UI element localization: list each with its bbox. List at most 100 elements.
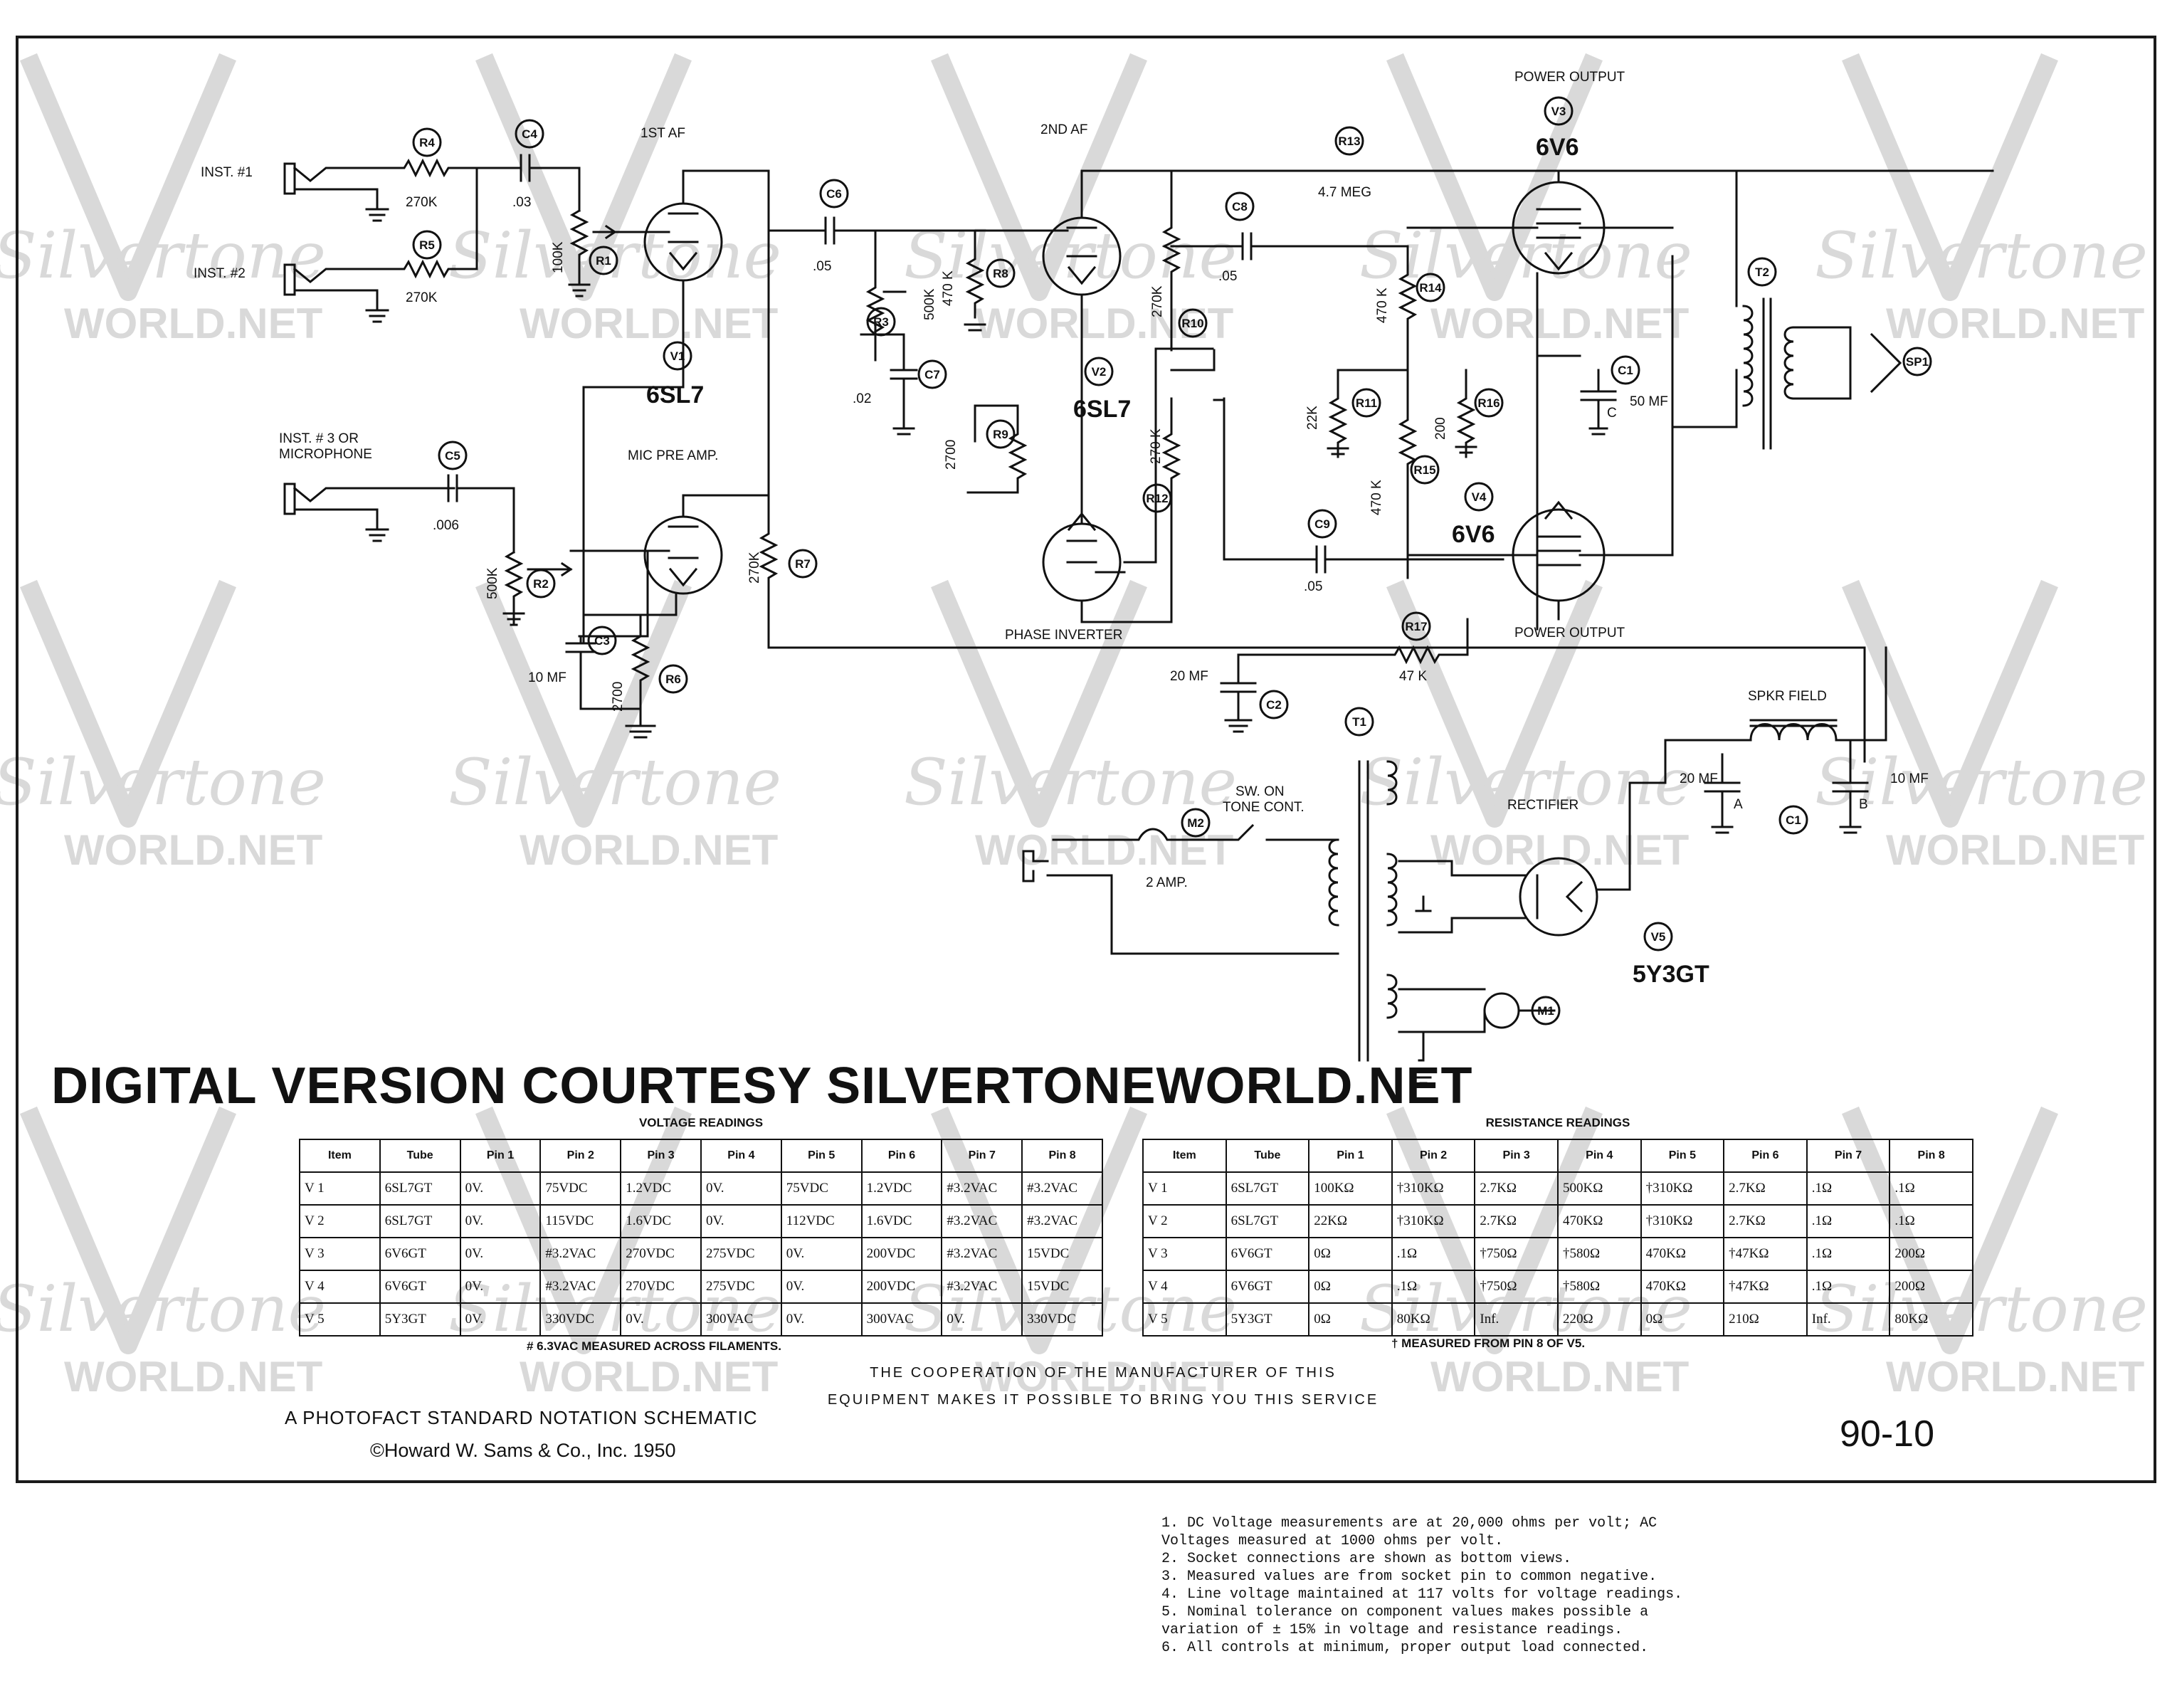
voltage-table-cell: 0V.: [700, 1204, 782, 1238]
voltage-table-cell: #3.2VAC: [941, 1270, 1023, 1304]
resistor-r9-value: 2700: [944, 440, 959, 470]
voltage-table-cell: 270VDC: [620, 1237, 702, 1271]
resistance-table-cell: †47KΩ: [1723, 1270, 1808, 1304]
inst3-jack: [283, 483, 455, 531]
voltage-table-cell: 275VDC: [700, 1237, 782, 1271]
watermark-v-logo: [20, 1106, 236, 1354]
voltage-table-cell: 0V.: [780, 1302, 863, 1337]
resistance-table-header-cell: Pin 6: [1723, 1139, 1808, 1173]
sp1-ref: SP1: [1906, 355, 1929, 369]
voltage-table-cell: 200VDC: [860, 1270, 943, 1304]
resistance-table-cell: 80KΩ: [1391, 1302, 1476, 1337]
resistance-table-cell: .1Ω: [1806, 1204, 1891, 1238]
watermark-site-text: WORLD.NET: [1886, 826, 2144, 874]
resistance-table-caption: RESISTANCE READINGS: [1485, 1116, 1630, 1129]
voltage-table-cell: 6V6GT: [379, 1237, 461, 1271]
tube-v5-ref: V5: [1651, 930, 1666, 944]
watermark-site-text: WORLD.NET: [975, 1353, 1233, 1401]
capacitor-c7-value: .02: [853, 391, 871, 406]
resistance-table-cell: 100KΩ: [1308, 1171, 1393, 1206]
resistance-table-header-cell: Pin 3: [1474, 1139, 1559, 1173]
voltage-table-cell: 0V.: [459, 1302, 542, 1337]
resistance-table-cell: †310KΩ: [1391, 1171, 1476, 1206]
tube-v1-ref-circle: [663, 341, 692, 371]
tube-v4-type: 6V6: [1452, 521, 1495, 548]
resistor-r15-ref-circle: [1410, 455, 1440, 485]
capacitor-c6-ref: C6: [826, 187, 842, 201]
capacitor-c1-top-ref: C1: [1618, 364, 1633, 377]
resistance-table-footnote: † MEASURED FROM PIN 8 OF V5.: [1391, 1337, 1586, 1350]
capacitor-c6-value: .05: [813, 259, 831, 274]
voltage-table-cell: 75VDC: [780, 1171, 863, 1206]
resistor-r17-ref: R17: [1405, 620, 1427, 633]
resistance-table-cell: 200Ω: [1889, 1270, 1973, 1304]
resistor-r16-value: 200: [1433, 417, 1448, 440]
resistor-r16-ref-circle: [1474, 388, 1504, 418]
voltage-table-cell: 0V.: [620, 1302, 702, 1337]
resistance-table-header-cell: Pin 5: [1640, 1139, 1725, 1173]
voltage-table-cell: #3.2VAC: [1021, 1204, 1103, 1238]
m2-ref-circle: [1181, 808, 1211, 838]
capacitor-c5-value: .006: [433, 518, 459, 533]
resistor-r6-ref-circle: [658, 664, 688, 694]
voltage-table-header-cell: Item: [299, 1139, 381, 1173]
resistance-table-cell: 0Ω: [1640, 1302, 1725, 1337]
resistance-table-cell: †310KΩ: [1640, 1204, 1725, 1238]
voltage-table-cell: #3.2VAC: [941, 1237, 1023, 1271]
m1-ref: M1: [1537, 1004, 1554, 1018]
m1-ref-circle: [1531, 996, 1561, 1026]
resistor-r10-ref: R10: [1181, 317, 1203, 330]
fuse-rating-label: 2 AMP.: [1146, 875, 1188, 890]
watermark-site-text: WORLD.NET: [520, 300, 778, 347]
tube-v2-type: 6SL7: [1073, 396, 1131, 423]
resistor-r13-ref-circle: [1334, 126, 1364, 156]
watermark-v-logo: [20, 579, 236, 828]
voltage-table-cell: 6SL7GT: [379, 1171, 461, 1206]
inst1-jack: [283, 162, 379, 211]
resistance-table-cell: 470KΩ: [1556, 1204, 1642, 1238]
voltage-table-header-cell: Tube: [379, 1139, 461, 1173]
voltage-table-caption: VOLTAGE READINGS: [638, 1116, 764, 1129]
measurement-note-line: 3. Measured values are from socket pin t…: [1161, 1569, 1657, 1585]
page-number: 90-10: [1840, 1413, 1934, 1455]
resistance-table-cell: 200Ω: [1889, 1237, 1973, 1271]
power-output-top-label: POWER OUTPUT: [1514, 70, 1625, 85]
voltage-table-cell: 1.2VDC: [860, 1171, 943, 1206]
resistor-r12-value: 270 K: [1149, 428, 1164, 464]
voltage-table-cell: V 1: [299, 1171, 381, 1206]
capacitor-c1-top-ref-circle: [1611, 355, 1640, 385]
resistor-r7-value: 270K: [747, 552, 762, 584]
resistance-table-cell: 6SL7GT: [1225, 1204, 1310, 1238]
voltage-table-header-cell: Pin 6: [860, 1139, 943, 1173]
capacitor-c8-value: .05: [1218, 269, 1237, 284]
watermark-site-text: WORLD.NET: [1886, 300, 2144, 347]
voltage-table-footnote: # 6.3VAC MEASURED ACROSS FILAMENTS.: [527, 1339, 781, 1353]
resistance-table-cell: V 5: [1142, 1302, 1227, 1337]
capacitor-c7-ref-circle: [917, 359, 947, 389]
capacitor-c4-value: .03: [512, 195, 531, 210]
watermark-v-logo: [1386, 53, 1603, 301]
resistance-table-cell: 470KΩ: [1640, 1270, 1725, 1304]
tube-v3-ref: V3: [1551, 105, 1566, 118]
courtesy-banner: DIGITAL VERSION COURTESY SILVERTONEWORLD…: [51, 1058, 1473, 1114]
watermark-site-text: WORLD.NET: [975, 300, 1233, 347]
resistor-r6-ref: R6: [665, 673, 681, 686]
capacitor-c1a-value: 20 MF: [1680, 771, 1718, 786]
capacitor-c2-value: 20 MF: [1170, 669, 1208, 684]
voltage-table-cell: V 2: [299, 1204, 381, 1238]
phase-inverter-label: PHASE INVERTER: [1005, 628, 1122, 643]
voltage-table-cell: 0V.: [459, 1270, 542, 1304]
watermark-site-text: WORLD.NET: [1430, 1353, 1689, 1401]
watermark-script-text: Silvertone: [448, 745, 781, 820]
resistance-table-cell: †47KΩ: [1723, 1237, 1808, 1271]
voltage-table-cell: 75VDC: [539, 1171, 622, 1206]
watermark-script-text: Silvertone: [0, 218, 326, 293]
voltage-table-cell: #3.2VAC: [941, 1204, 1023, 1238]
watermark-v-logo: [1842, 579, 2058, 828]
resistance-table-cell: 22KΩ: [1308, 1204, 1393, 1238]
